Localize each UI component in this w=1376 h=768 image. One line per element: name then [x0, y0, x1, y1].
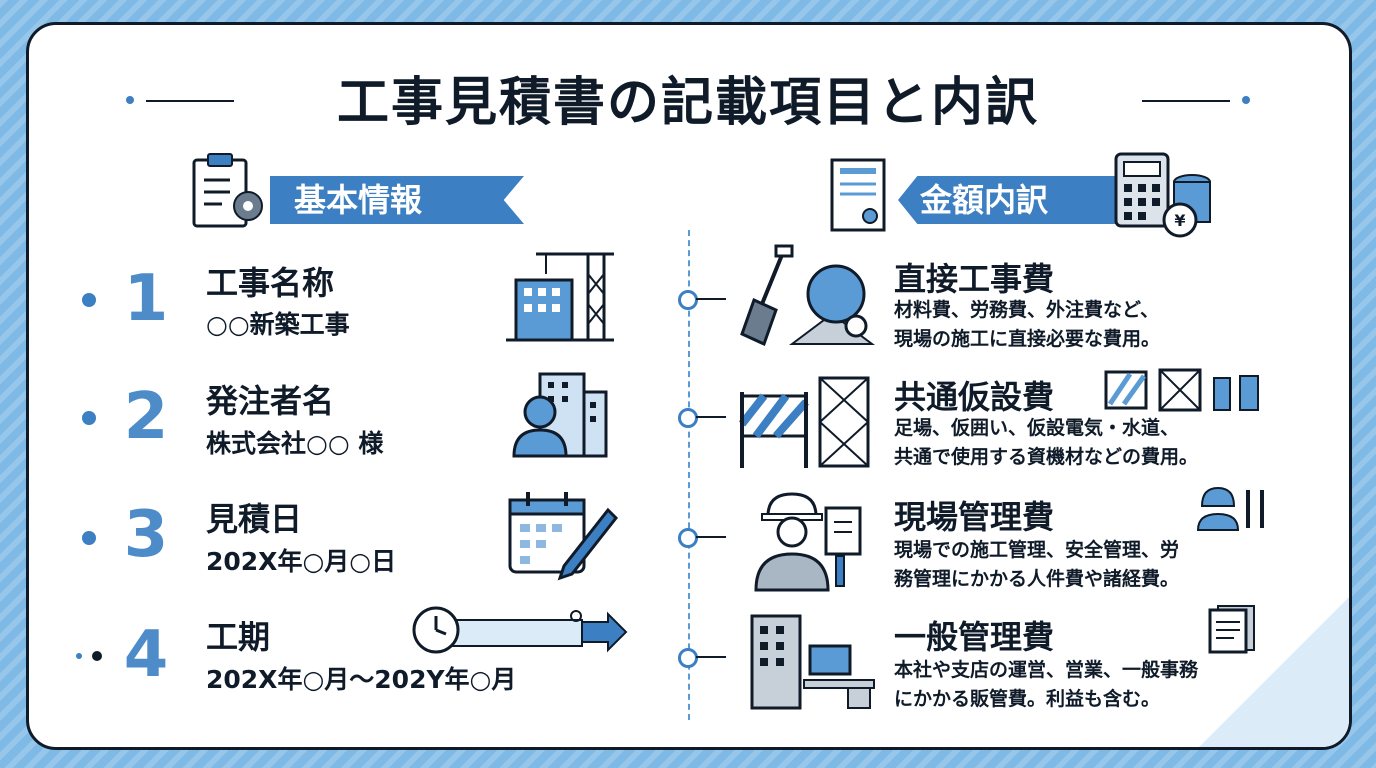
- office-desk-icon: [750, 614, 875, 710]
- item-label-2: 発注者名: [206, 382, 335, 420]
- svg-text:¥: ¥: [1174, 211, 1185, 230]
- title-dot-left: [126, 96, 134, 104]
- title-dot-right: [1242, 96, 1250, 104]
- cost-desc-2b: 共通で使用する資機材などの費用。: [894, 446, 1199, 468]
- cost-node-line-2: [696, 416, 726, 418]
- barrier-small-icon: [1104, 368, 1259, 412]
- item-bullet-3: [82, 531, 96, 545]
- item-number-1: 1: [123, 262, 169, 336]
- cost-desc-3b: 務管理にかかる人件費や諸経費。: [894, 568, 1180, 590]
- item-bullet-4: [92, 651, 102, 661]
- person-building-icon: [512, 372, 608, 458]
- item-bullet-2: [82, 411, 96, 425]
- cost-desc-3a: 現場での施工管理、安全管理、労: [894, 539, 1180, 561]
- cost-node-2: [678, 408, 698, 428]
- item-value-2: 株式会社○○ 様: [206, 429, 384, 458]
- calculator-coins-icon: ¥: [1114, 152, 1211, 238]
- cost-desc-1a: 材料費、労務費、外注費など、: [894, 299, 1160, 321]
- cost-title-1: 直接工事費: [894, 260, 1055, 298]
- crane-building-icon: [506, 252, 614, 342]
- column-divider: [688, 230, 690, 720]
- item-bullet-4-small: [76, 653, 82, 659]
- title-line-right: [1142, 100, 1230, 102]
- item-number-3: 3: [123, 498, 169, 572]
- item-number-4: 4: [123, 618, 169, 692]
- cost-node-1: [678, 290, 698, 310]
- item-label-3: 見積日: [206, 500, 303, 538]
- item-label-1: 工事名称: [206, 264, 335, 302]
- item-number-2: 2: [123, 380, 169, 454]
- item-value-4: 202X年○月～202Y年○月: [206, 665, 517, 694]
- cost-node-line-4: [696, 656, 726, 658]
- title-line-left: [146, 100, 234, 102]
- clock-arrow-icon: [412, 606, 628, 654]
- cost-title-2: 共通仮設費: [894, 378, 1055, 416]
- cost-node-4: [678, 648, 698, 668]
- cost-desc-2a: 足場、仮囲い、仮設電気・水道、: [894, 417, 1180, 439]
- cost-node-3: [678, 528, 698, 548]
- item-label-4: 工期: [206, 618, 271, 656]
- barrier-scaffold-icon: [738, 376, 870, 468]
- cost-title-3: 現場管理費: [894, 498, 1055, 536]
- papers-icon: [1208, 605, 1255, 654]
- calendar-pen-icon: [508, 492, 619, 581]
- worker-small-icon: [1196, 486, 1264, 531]
- document-certificate-icon: [830, 158, 886, 232]
- cost-node-line-1: [696, 298, 726, 300]
- cost-node-line-3: [696, 536, 726, 538]
- cost-title-4: 一般管理費: [894, 618, 1055, 656]
- cost-desc-4a: 本社や支店の運営、営業、一般事務: [894, 659, 1199, 681]
- cost-desc-1b: 現場の施工に直接必要な費用。: [894, 328, 1161, 350]
- item-bullet-1: [82, 293, 96, 307]
- item-value-1: ○○新築工事: [206, 310, 350, 339]
- section-banner-amount: 金額内訳: [898, 176, 1140, 224]
- worker-tools-icon: [754, 492, 862, 592]
- page-title: 工事見積書の記載項目と内訳: [336, 73, 1039, 133]
- section-banner-basic: 基本情報: [270, 176, 524, 224]
- shovel-mixer-icon: [740, 244, 875, 347]
- item-value-3: 202X年○月○日: [206, 547, 397, 576]
- cost-desc-4b: にかかる販管費。利益も含む。: [894, 688, 1161, 710]
- clipboard-gear-icon: [192, 153, 263, 228]
